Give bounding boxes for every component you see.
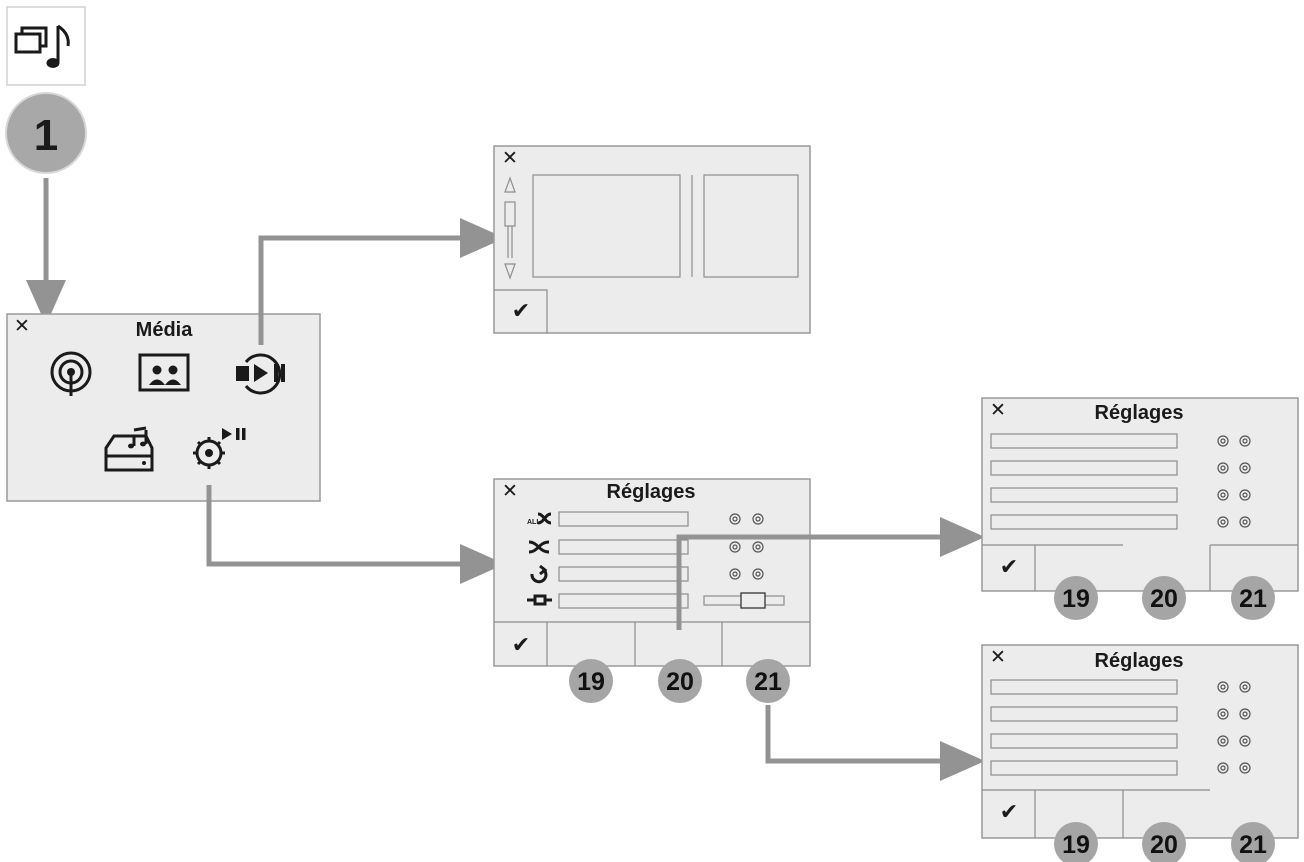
confirm-button[interactable]: ✔ xyxy=(512,298,530,323)
svg-text:19: 19 xyxy=(1062,585,1090,613)
callout-19: 19 xyxy=(569,659,613,703)
volume-slider[interactable] xyxy=(703,592,785,609)
photo-icon[interactable] xyxy=(138,353,190,392)
callout-21: 21 xyxy=(746,659,790,703)
shuffle-icon xyxy=(528,540,550,554)
media-music-icon xyxy=(14,24,70,68)
option-radios[interactable] xyxy=(1217,681,1251,774)
arrow-settings-to-reglages xyxy=(206,485,505,584)
option-radios[interactable] xyxy=(729,568,764,580)
setting-row[interactable] xyxy=(558,511,689,527)
radio-antenna-icon[interactable] xyxy=(50,351,92,396)
browse-screen: ✕ ✔ xyxy=(493,145,811,334)
aux-input-icon xyxy=(527,594,552,606)
callout-20: 20 xyxy=(1142,822,1186,862)
close-icon[interactable]: ✕ xyxy=(502,148,518,169)
settings-title: Réglages xyxy=(607,481,696,503)
setting-row[interactable] xyxy=(990,514,1178,530)
svg-text:19: 19 xyxy=(577,668,605,696)
preview-panel xyxy=(703,174,799,278)
svg-text:20: 20 xyxy=(1150,831,1178,859)
settings-screen-c: ✕ Réglages ✔ xyxy=(981,644,1299,839)
svg-text:ALL: ALL xyxy=(527,519,541,526)
arrow-play-to-browse xyxy=(258,218,505,345)
arrow-20-to-screen-b xyxy=(676,517,985,630)
svg-text:21: 21 xyxy=(1239,585,1267,613)
settings-screen: ✕ Réglages ALL xyxy=(493,478,811,667)
media-screen-title: Média xyxy=(136,319,194,341)
callout-21: 21 xyxy=(1231,822,1275,862)
svg-text:20: 20 xyxy=(1150,585,1178,613)
close-icon[interactable]: ✕ xyxy=(990,647,1006,668)
option-radios[interactable] xyxy=(729,541,764,553)
settings-title: Réglages xyxy=(1095,402,1184,424)
step-badge: 1 xyxy=(5,92,87,174)
callout-19: 19 xyxy=(1054,576,1098,620)
svg-text:19: 19 xyxy=(1062,831,1090,859)
setting-row[interactable] xyxy=(990,706,1178,722)
scrollbar[interactable] xyxy=(504,176,516,280)
confirm-button[interactable]: ✔ xyxy=(512,632,530,657)
svg-text:1: 1 xyxy=(34,111,58,160)
setting-row[interactable] xyxy=(558,593,689,609)
callout-19: 19 xyxy=(1054,822,1098,862)
close-icon[interactable]: ✕ xyxy=(14,316,30,337)
list-panel xyxy=(532,174,681,278)
settings-title: Réglages xyxy=(1095,650,1184,672)
svg-text:21: 21 xyxy=(1239,831,1267,859)
close-icon[interactable]: ✕ xyxy=(502,481,518,502)
confirm-button[interactable]: ✔ xyxy=(1000,554,1018,579)
close-icon[interactable]: ✕ xyxy=(990,400,1006,421)
setting-row[interactable] xyxy=(990,679,1178,695)
media-source-icon-card xyxy=(6,6,86,86)
shuffle-all-icon: ALL xyxy=(527,512,552,526)
arrow-21-to-screen-c xyxy=(765,705,985,781)
setting-row[interactable] xyxy=(558,566,689,582)
play-media-icon[interactable] xyxy=(236,353,285,395)
setting-row[interactable] xyxy=(558,539,689,555)
setting-row[interactable] xyxy=(990,733,1178,749)
repeat-icon xyxy=(530,564,548,584)
media-screen: ✕ Média xyxy=(6,313,321,502)
callout-21: 21 xyxy=(1231,576,1275,620)
settings-screen-b: ✕ Réglages ✔ xyxy=(981,397,1299,592)
setting-row[interactable] xyxy=(990,460,1178,476)
svg-text:20: 20 xyxy=(666,668,694,696)
option-radios[interactable] xyxy=(1217,435,1251,528)
callout-20: 20 xyxy=(1142,576,1186,620)
svg-text:21: 21 xyxy=(754,668,782,696)
media-settings-icon[interactable] xyxy=(193,428,246,469)
music-storage-icon[interactable] xyxy=(104,426,154,472)
confirm-button[interactable]: ✔ xyxy=(1000,799,1018,824)
setting-row[interactable] xyxy=(990,487,1178,503)
callout-20: 20 xyxy=(658,659,702,703)
setting-row[interactable] xyxy=(990,433,1178,449)
setting-row[interactable] xyxy=(990,760,1178,776)
option-radios[interactable] xyxy=(729,513,764,525)
